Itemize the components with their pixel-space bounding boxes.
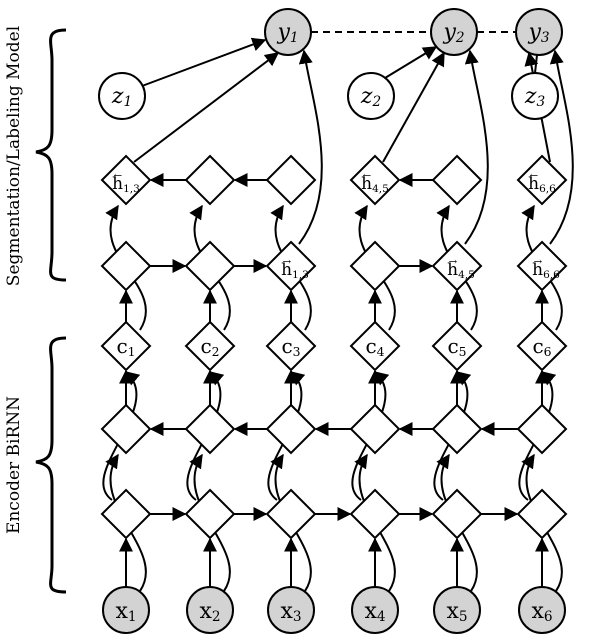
segment-forward-node — [349, 240, 401, 292]
context-node — [516, 320, 568, 372]
segment-backward-to-label-edge — [382, 51, 445, 163]
label-y: y3 — [527, 20, 549, 46]
input-label: x1 — [115, 599, 136, 625]
backward-encoder-node — [100, 403, 152, 455]
duration-node — [511, 72, 559, 120]
context-node — [431, 320, 483, 372]
input-node — [351, 586, 399, 634]
segment-backward-node — [184, 154, 236, 206]
segment-backward-node — [100, 154, 152, 206]
label-node — [264, 8, 312, 56]
segment-forward-node — [100, 240, 152, 292]
forward-encoder-node — [516, 488, 568, 540]
segment-forward-label: →h1,3 — [281, 257, 309, 281]
segment-backward-label: ←h4,5 — [361, 171, 389, 195]
label-node — [430, 8, 478, 56]
segment-forward-node — [265, 240, 317, 292]
segment-forward-label: →h6,6 — [532, 257, 560, 281]
context-label: c3 — [281, 334, 300, 359]
context-node — [184, 320, 236, 372]
segment-backward-label: ←h6,6 — [528, 171, 556, 195]
segment-forward-node — [516, 240, 568, 292]
duration-node — [347, 72, 395, 120]
segment-backward-label: ←h1,3 — [112, 171, 140, 195]
backward-encoder-node — [431, 403, 483, 455]
context-node — [349, 320, 401, 372]
segment-forward-label: →h4,5 — [447, 257, 475, 281]
duration-z: z1 — [111, 84, 132, 110]
input-label: x2 — [199, 599, 220, 625]
input-node — [433, 586, 481, 634]
segment-forward-to-label-edge — [464, 49, 489, 245]
input-node — [518, 586, 566, 634]
backward-encoder-node — [516, 403, 568, 455]
segment-backward-node — [431, 154, 483, 206]
backward-encoder-node — [184, 403, 236, 455]
lower-brace — [35, 336, 67, 594]
duration-z: z3 — [524, 84, 546, 110]
context-label: c6 — [532, 334, 551, 359]
segment-backward-node — [349, 154, 401, 206]
upper-brace — [35, 28, 67, 282]
label-node — [515, 8, 563, 56]
forward-encoder-node — [265, 488, 317, 540]
context-label: c5 — [447, 334, 466, 359]
input-node — [186, 586, 234, 634]
duration-to-label-edge — [384, 46, 438, 79]
segment-forward-to-label-edge — [549, 49, 574, 245]
label-y: y2 — [442, 20, 464, 46]
duration-node — [98, 72, 146, 120]
input-label: x4 — [364, 599, 385, 625]
forward-encoder-node — [349, 488, 401, 540]
label-y: y1 — [276, 20, 298, 46]
segment-backward-node — [516, 154, 568, 206]
forward-encoder-node — [431, 488, 483, 540]
segment-forward-to-label-edge — [298, 49, 323, 245]
segment-forward-node — [184, 240, 236, 292]
input-node — [267, 586, 315, 634]
context-node — [265, 320, 317, 372]
duration-to-label-edge — [534, 54, 538, 74]
input-label: x6 — [531, 599, 552, 625]
context-label: c2 — [200, 334, 219, 359]
context-label: c1 — [116, 334, 135, 359]
input-label: x5 — [446, 599, 467, 625]
duration-z: z2 — [360, 84, 381, 110]
input-node — [102, 586, 150, 634]
context-label: c4 — [365, 334, 384, 359]
segment-forward-node — [431, 240, 483, 292]
forward-encoder-node — [184, 488, 236, 540]
input-label: x3 — [280, 599, 301, 625]
segment-backward-to-label-edge — [133, 52, 280, 163]
backward-encoder-node — [265, 403, 317, 455]
backward-encoder-node — [349, 403, 401, 455]
segment-backward-node — [265, 154, 317, 206]
duration-to-label-edge — [141, 37, 267, 87]
forward-encoder-node — [100, 488, 152, 540]
context-node — [100, 320, 152, 372]
